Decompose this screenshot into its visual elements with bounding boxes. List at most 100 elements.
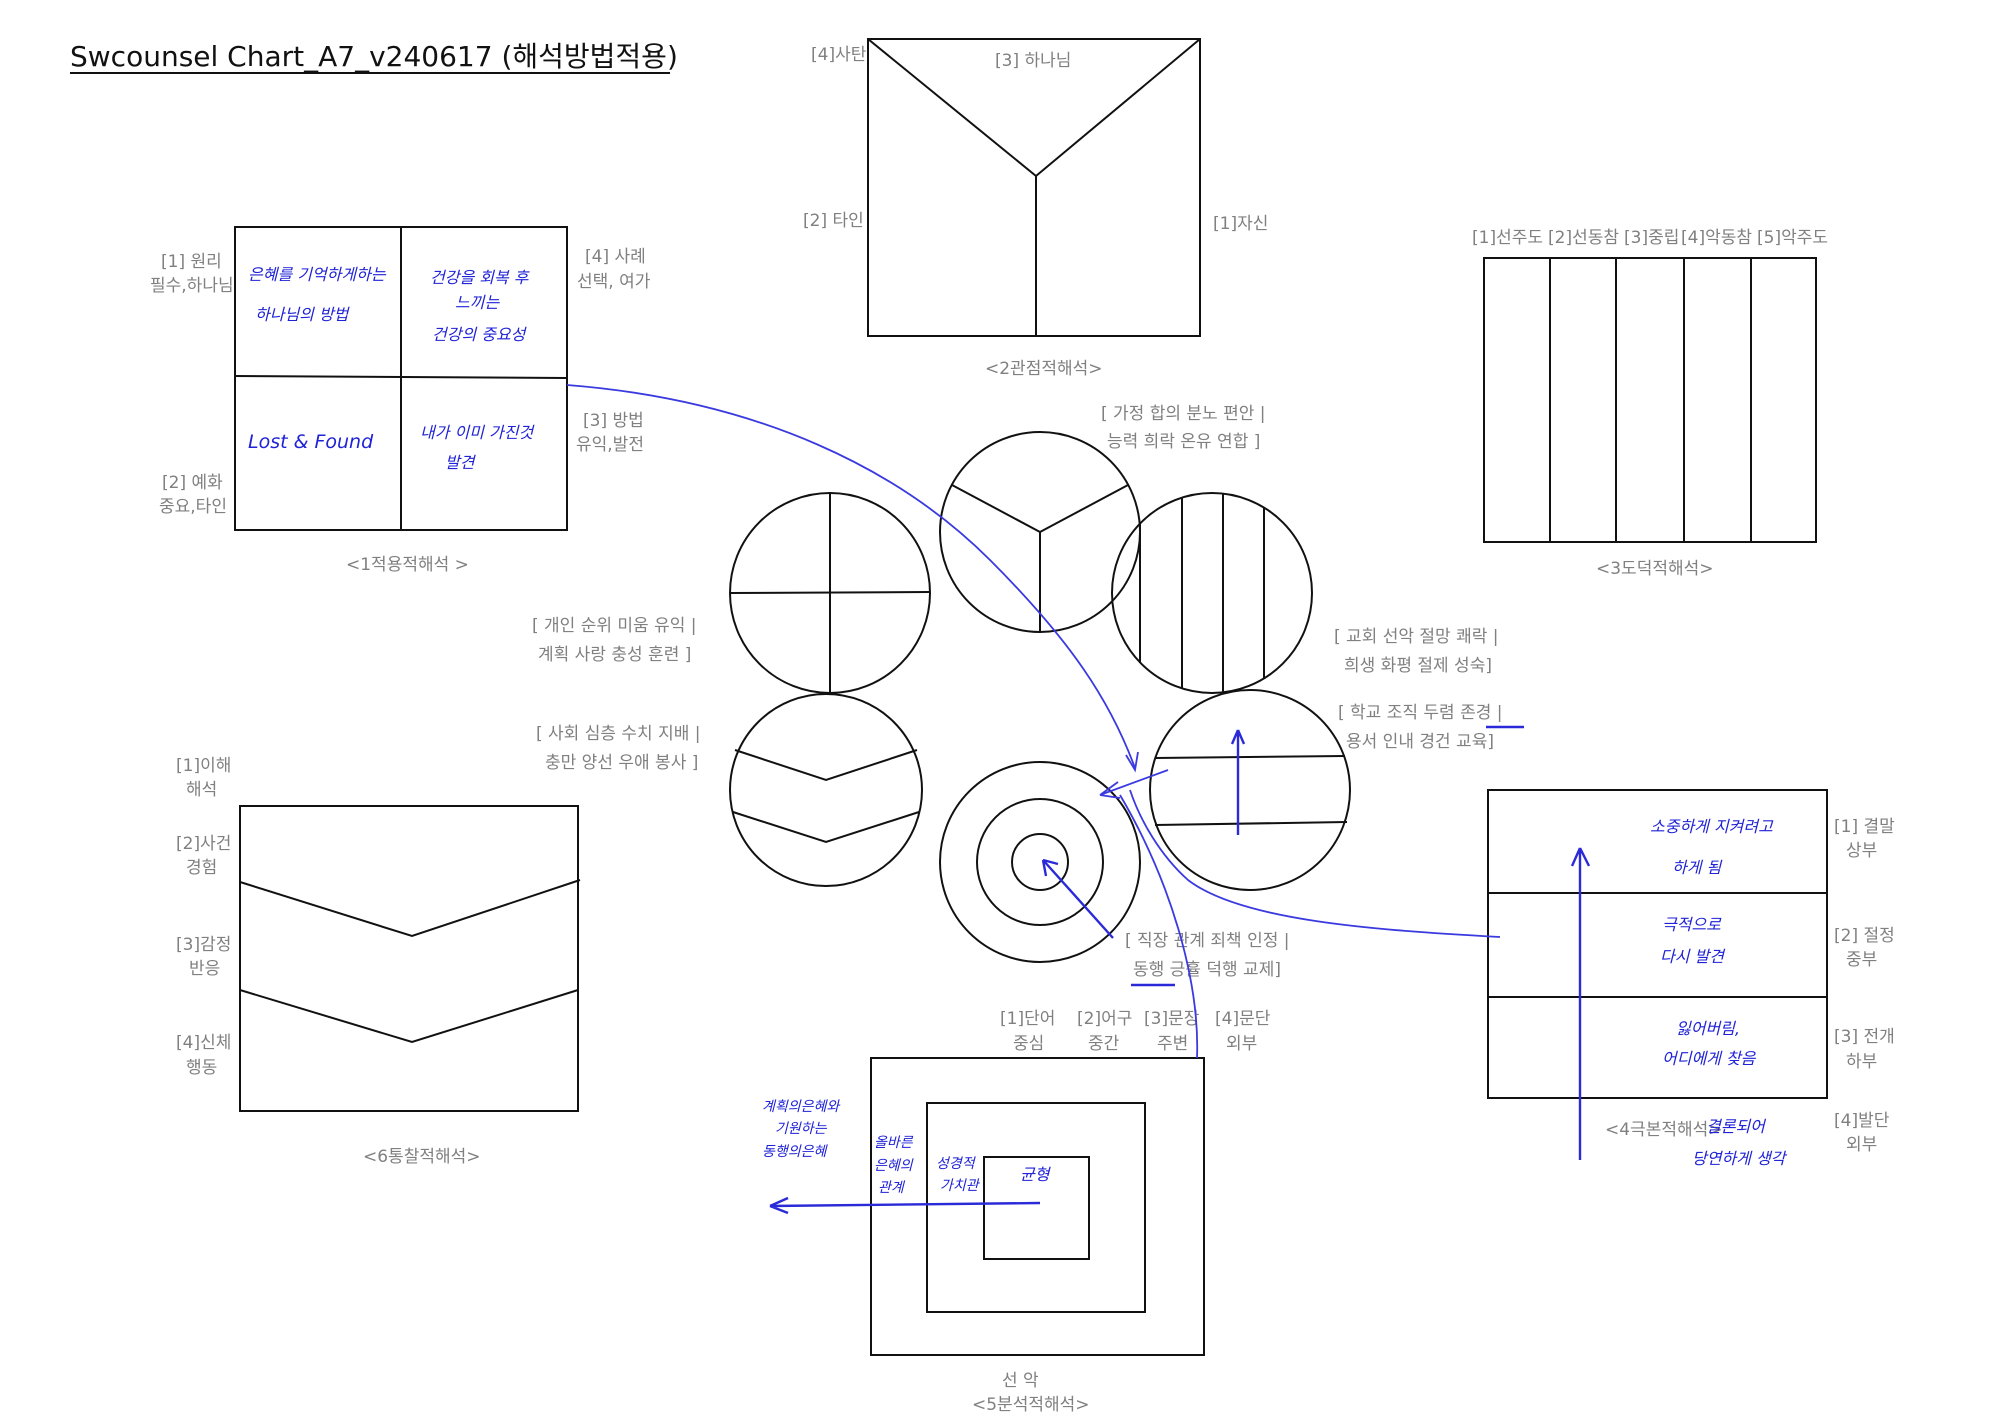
panel5-note-biblical-2: 가치관 <box>940 1178 981 1194</box>
panel6-row-3b: 반응 <box>189 959 220 979</box>
panel2-caption: <2관점적해석> <box>985 359 1103 379</box>
panel3-col-1: [1]선주도 <box>1472 228 1543 248</box>
panel1-note-already-2: 발견 <box>445 453 477 472</box>
panel5-col-2b: 중간 <box>1088 1034 1120 1054</box>
panel5-good-evil: 선 악 <box>1002 1371 1039 1391</box>
panel1-label-principle: [1] 원리 <box>161 252 222 272</box>
panel5-col-3b: 주변 <box>1157 1034 1188 1054</box>
panel5-col-2a: [2]어구 <box>1077 1009 1132 1029</box>
panel4-frame <box>1487 789 1828 1099</box>
circle-analytic-middle <box>976 798 1104 926</box>
panel2-label-god: [3] 하나님 <box>995 51 1071 71</box>
pen-arrow-converge <box>1099 769 1169 799</box>
panel-dramatic: [1] 결말 상부 [2] 절정 중부 [3] 전개 하부 [4]발단 외부 <… <box>1487 789 1895 1168</box>
panel4-caption: <4극본적해석> <box>1605 1120 1723 1140</box>
panel5-note-plan-3: 동행의은혜 <box>762 1144 829 1160</box>
panel1-note-health-1: 건강을 회복 후 <box>430 268 531 287</box>
panel5-note-plan-1: 계획의은혜와 <box>762 1099 841 1115</box>
panel-perspective: [3] 하나님 [4]사탄 [2] 타인 [1]자신 <2관점적해석> <box>803 38 1268 379</box>
panel-analytic: [1]단어 중심 [2]어구 중간 [3]문장 주변 [4]문단 외부 선 악 … <box>762 1009 1271 1414</box>
panel4-label-ending-sub: 상부 <box>1846 841 1877 861</box>
page-title: Swcounsel Chart_A7_v240617 (해석방법적용) <box>70 40 678 73</box>
panel5-note-proper-2: 은혜의 <box>874 1158 914 1174</box>
panel6-row-3a: [3]감정 <box>176 935 231 955</box>
panel1-label-example-sub: 중요,타인 <box>159 497 227 517</box>
panel2-label-others: [2] 타인 <box>803 211 864 231</box>
circle-dramatic-band-1 <box>1154 755 1346 759</box>
panel1-label-method: [3] 방법 <box>583 411 644 431</box>
panel5-caption: <5분석적해석> <box>972 1395 1090 1414</box>
panel5-col-4a: [4]문단 <box>1215 1009 1271 1029</box>
panel4-note-1a: 소중하게 지켜려고 <box>1650 817 1774 836</box>
circle-insight-chevron-1 <box>734 749 918 782</box>
panel4-label-climax-sub: 중부 <box>1846 950 1877 970</box>
panel3-caption: <3도덕적해석> <box>1596 559 1714 579</box>
pen-curve-from-applicative <box>566 384 1136 769</box>
circle-label-school-2: 용서 인내 경건 교육] <box>1346 732 1494 752</box>
circle-moral <box>1111 492 1313 694</box>
circle-insight-chevron-2 <box>732 811 920 844</box>
panel-insight: [1]이해 해석 [2]사건 경험 [3]감정 반응 [4]신체 행동 <6통찰… <box>176 756 581 1167</box>
panel-applicative: [1] 원리 필수,하나님 [2] 예화 중요,타인 [4] 사례 선택, 여가… <box>150 226 651 575</box>
panel1-caption: <1적용적해석 > <box>346 555 469 575</box>
panel1-label-principle-sub: 필수,하나님 <box>150 276 234 296</box>
panel4-label-origin-sub: 외부 <box>1846 1135 1877 1155</box>
panel2-label-self: [1]자신 <box>1213 214 1268 234</box>
panel6-row-2a: [2]사건 <box>176 834 231 854</box>
panel4-label-origin: [4]발단 <box>1834 1111 1890 1131</box>
panel5-col-4b: 외부 <box>1226 1034 1257 1054</box>
pen-arrow-concentric <box>1041 858 1114 939</box>
circle-dramatic-band-2 <box>1154 821 1348 826</box>
circle-label-church-2: 희생 화평 절제 성숙] <box>1344 656 1492 676</box>
panel5-note-proper-1: 올바른 <box>874 1135 914 1151</box>
panel-moral: [1]선주도 [2]선동참 [3]중립 [4]악동참 [5]악주도 <3도덕적해… <box>1472 228 1828 579</box>
pen-arrow-dramatic-circle <box>1230 729 1246 835</box>
panel6-row-4b: 행동 <box>186 1058 217 1078</box>
panel4-note-4a: 결론되어 <box>1706 1117 1767 1136</box>
panel5-note-balance: 균형 <box>1020 1165 1052 1184</box>
panel3-col-3: [3]중립 <box>1624 228 1679 248</box>
center-circles: [ 가정 합의 분노 편안 | 능력 희락 온유 연합 ] [ 개인 순위 미움… <box>532 404 1503 980</box>
panel6-row-1b: 해석 <box>186 780 217 800</box>
panel2-label-satan: [4]사탄 <box>811 45 867 65</box>
panel6-row-4a: [4]신체 <box>176 1033 231 1053</box>
circle-label-society-1: [ 사회 심층 수치 지배 | <box>536 724 701 744</box>
circle-label-school-1: [ 학교 조직 두렴 존경 | <box>1338 703 1503 723</box>
panel4-label-ending: [1] 결말 <box>1834 817 1895 837</box>
pen-curve-from-dramatic <box>1129 789 1501 938</box>
panel5-outer <box>870 1057 1205 1356</box>
panel5-col-1a: [1]단어 <box>1000 1009 1055 1029</box>
panel2-frame <box>867 38 1201 337</box>
panel4-note-2a: 극적으로 <box>1662 915 1722 934</box>
panel5-col-3a: [3]문장 <box>1144 1009 1200 1029</box>
pen-curve-from-analytic <box>1119 794 1199 1059</box>
panel1-label-case-sub: 선택, 여가 <box>577 272 651 292</box>
circle-insight <box>729 693 923 887</box>
pen-curve-from-applicative-tip <box>1125 751 1139 773</box>
panel5-note-proper-3: 관계 <box>878 1180 906 1196</box>
panel4-label-development-sub: 하부 <box>1846 1052 1877 1072</box>
panel6-row-2b: 경험 <box>186 858 217 878</box>
panel1-note-grace-2: 하나님의 방법 <box>255 305 351 324</box>
circle-label-workplace-2: 동행 긍휼 덕행 교제] <box>1133 960 1281 980</box>
panel4-label-development: [3] 전개 <box>1834 1027 1895 1047</box>
panel6-frame <box>239 805 579 1112</box>
panel1-note-lost-found: Lost & Found <box>248 431 374 453</box>
panel4-note-3b: 어디에게 찾음 <box>1662 1049 1757 1068</box>
panel3-col-4: [4]악동참 <box>1681 228 1752 248</box>
panel6-chevron-1 <box>239 879 581 938</box>
circle-dramatic <box>1149 689 1351 891</box>
circle-label-society-2: 충만 양선 우애 봉사 ] <box>545 753 698 773</box>
panel5-note-biblical-1: 성경적 <box>936 1156 977 1172</box>
panel4-label-climax: [2] 절정 <box>1834 926 1895 946</box>
circle-label-individual-2: 계획 사랑 충성 훈련 ] <box>538 645 691 665</box>
circle-label-church-1: [ 교회 선악 절망 쾌락 | <box>1334 627 1499 647</box>
panel4-note-1b: 하게 됨 <box>1672 858 1723 877</box>
panel1-note-grace-1: 은혜를 기억하게하는 <box>248 265 387 284</box>
panel1-label-case: [4] 사례 <box>585 247 646 267</box>
panel4-note-3a: 잃어버림, <box>1676 1019 1740 1038</box>
circle-label-workplace-1: [ 직장 관계 죄책 인정 | <box>1125 931 1290 951</box>
circle-analytic-outer <box>939 761 1141 963</box>
circle-label-individual-1: [ 개인 순위 미움 유익 | <box>532 616 697 636</box>
